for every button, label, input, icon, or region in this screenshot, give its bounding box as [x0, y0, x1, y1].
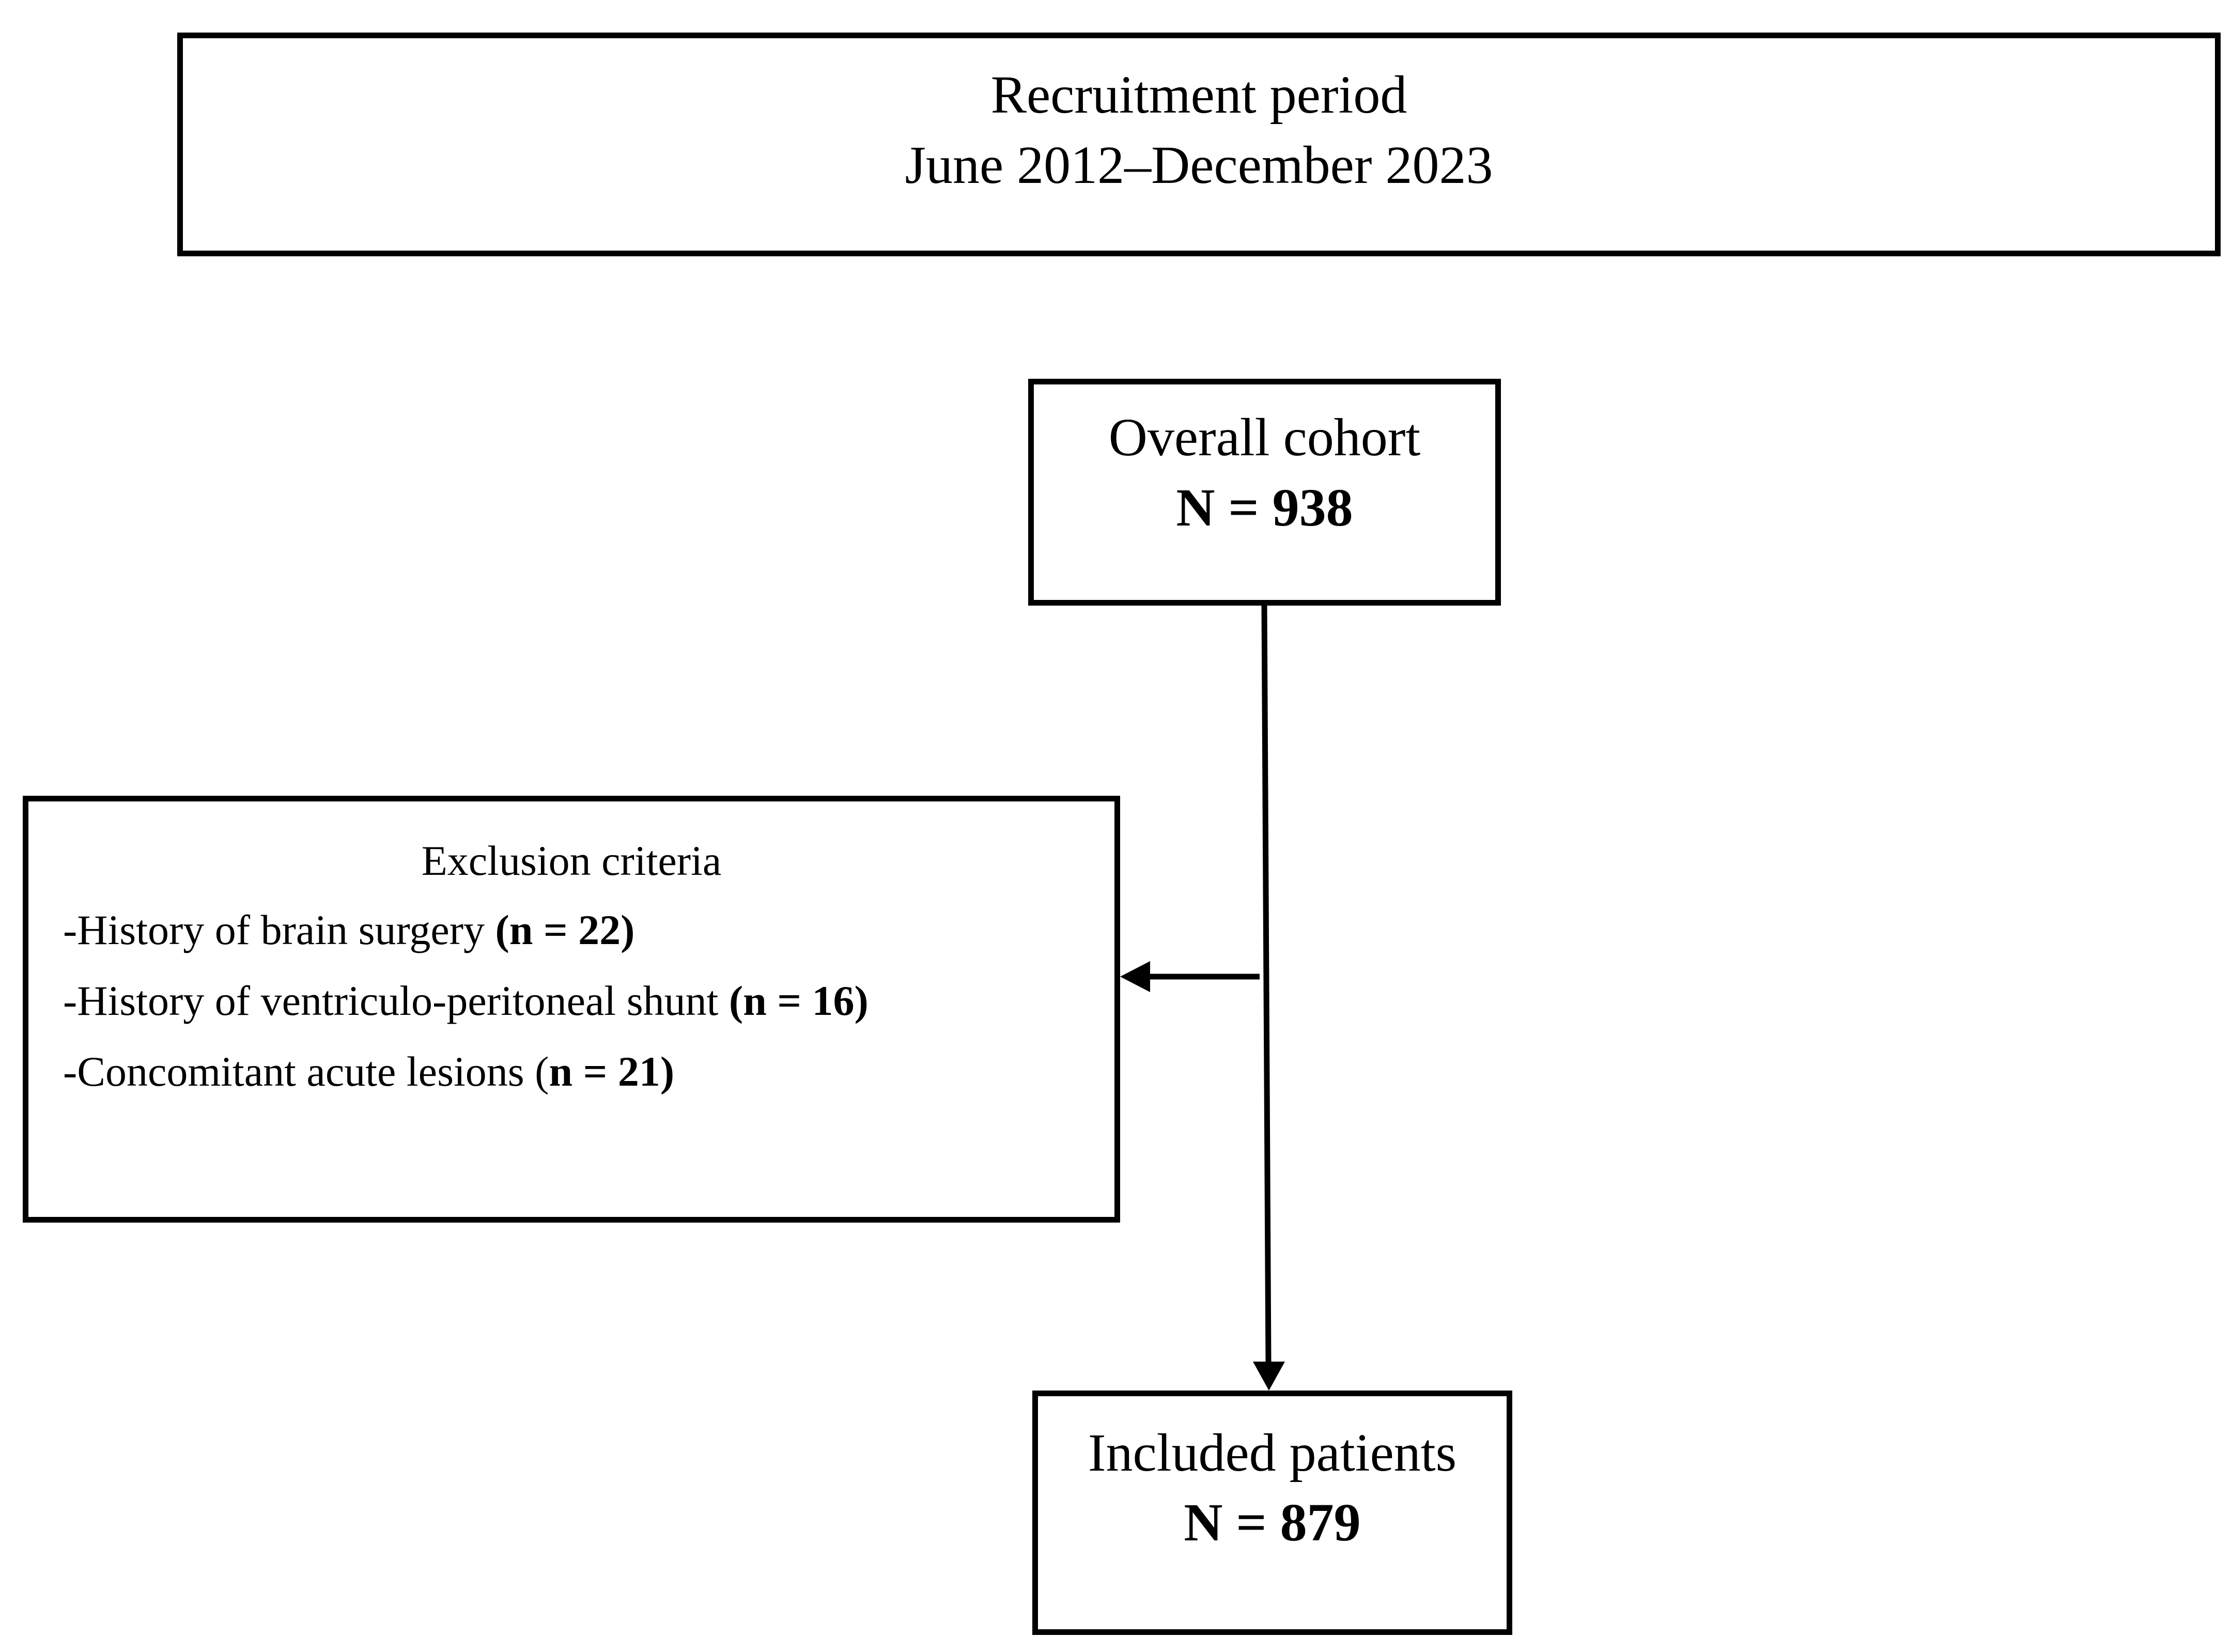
- exclusion-criteria-box: Exclusion criteria -History of brain sur…: [23, 796, 1120, 1223]
- exclusion-item-count: (n = 22): [495, 906, 635, 953]
- main-flow-line: [1261, 605, 1272, 1365]
- exclusion-item-count: (n = 16): [729, 977, 869, 1024]
- exclusion-item-text: -History of brain surgery: [63, 906, 495, 953]
- included-patients-box: Included patients N = 879: [1032, 1391, 1512, 1635]
- arrow-to-exclusion-head: [1120, 961, 1150, 992]
- exclusion-item: -Concomitant acute lesions (n = 21): [63, 1051, 674, 1093]
- recruitment-title: Recruitment period: [990, 65, 1407, 125]
- exclusion-item-count: n = 21): [549, 1048, 675, 1095]
- overall-cohort-count: N = 938: [1176, 478, 1353, 537]
- recruitment-period-box: Recruitment period June 2012–December 20…: [177, 33, 2221, 256]
- included-patients-count: N = 879: [1184, 1493, 1361, 1552]
- exclusion-item-text: -History of ventriculo-peritoneal shunt: [63, 977, 729, 1024]
- exclusion-title: Exclusion criteria: [421, 837, 722, 884]
- recruitment-dates: June 2012–December 2023: [905, 135, 1493, 195]
- exclusion-item-text: -Concomitant acute lesions (: [63, 1048, 549, 1095]
- arrow-to-included-head: [1253, 1362, 1285, 1391]
- exclusion-item: -History of ventriculo-peritoneal shunt …: [63, 980, 869, 1022]
- overall-cohort-box: Overall cohort N = 938: [1028, 379, 1501, 606]
- overall-cohort-label: Overall cohort: [1108, 408, 1421, 467]
- included-patients-label: Included patients: [1088, 1423, 1457, 1483]
- exclusion-item: -History of brain surgery (n = 22): [63, 909, 635, 951]
